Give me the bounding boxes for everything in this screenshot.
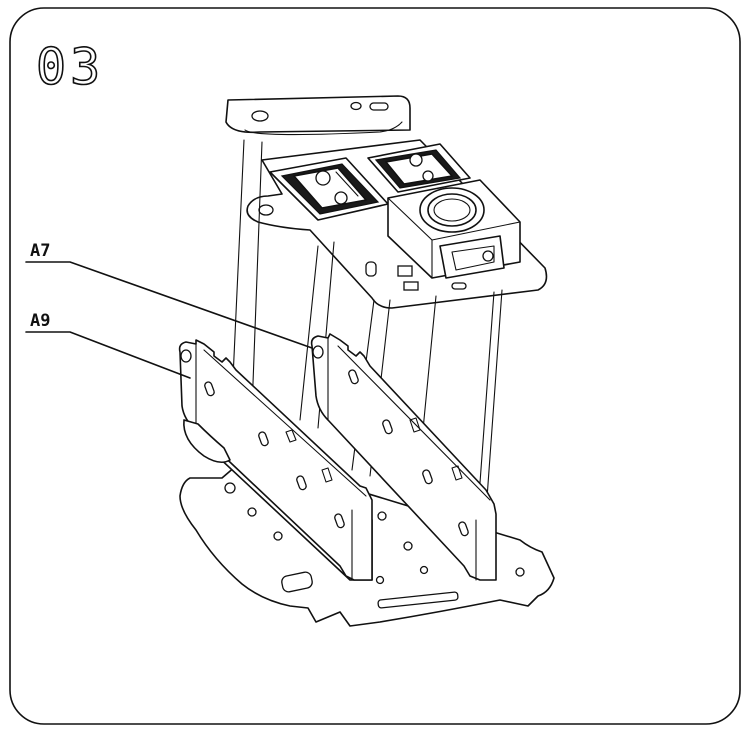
bottom-plate-curve — [183, 419, 231, 464]
side-rail-a9 — [178, 339, 373, 581]
step-number: 03 — [36, 38, 104, 96]
top-plate-tab — [225, 95, 411, 134]
side-rail-a7 — [310, 333, 497, 581]
camera-housing — [387, 179, 521, 279]
callout-a9: A9 — [25, 311, 191, 379]
sensor-module-left — [269, 157, 389, 221]
callout-a7-label: A7 — [30, 241, 50, 261]
callout-a7: A7 — [25, 241, 313, 349]
callout-a9-label: A9 — [30, 311, 50, 331]
page-frame — [9, 7, 741, 725]
sensor-module-right — [367, 143, 471, 193]
